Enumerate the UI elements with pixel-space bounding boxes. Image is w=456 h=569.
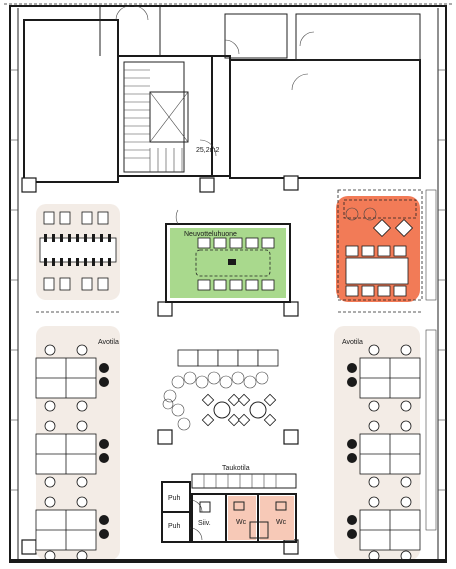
meeting-room-label: Neuvotteluhuone (184, 231, 237, 238)
wc-2-label: Wc (276, 519, 287, 526)
phone-room-2-label: Puh (168, 523, 181, 530)
janitor-label: Siiv. (198, 520, 211, 527)
open-office-left-label: Avotila (98, 339, 119, 346)
phone-room-1-label: Puh (168, 495, 181, 502)
phone-rooms (161, 481, 203, 543)
toilet-block (191, 493, 297, 543)
wc-1-label: Wc (236, 519, 247, 526)
open-office-left-desks (35, 344, 109, 562)
area-label: 25,2m2 (196, 147, 219, 154)
open-office-right-desks (347, 344, 421, 562)
open-office-right-label: Avotila (342, 339, 363, 346)
building-shell (4, 3, 452, 563)
break-room-label: Taukotila (222, 465, 250, 472)
stair-well (123, 61, 189, 173)
highlighted-meeting-area (336, 189, 423, 302)
break-room (191, 473, 297, 489)
long-table-area (39, 211, 117, 291)
meeting-room (165, 209, 291, 303)
core-walls (23, 5, 421, 183)
lounge-area (162, 349, 279, 431)
